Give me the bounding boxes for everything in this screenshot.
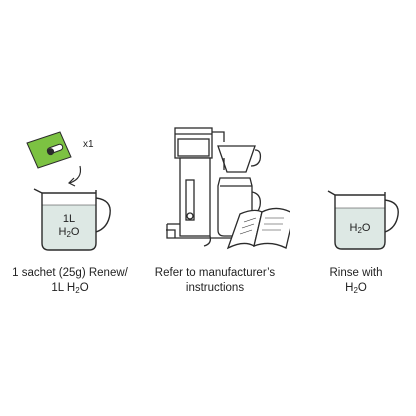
jug-volume-value: 1L [62,213,76,225]
jug-volume-label: 1L H2O [42,213,96,239]
step-2-panel: Refer to manufacturer’s instructions [140,0,290,416]
step-2-caption: Refer to manufacturer’s instructions [140,266,290,296]
step-3-caption-line2: H2O [345,282,367,295]
step-3-panel: H2O Rinse with H2O [296,0,416,416]
step-1-caption: 1 sachet (25g) Renew/ 1L H2O [0,266,140,296]
coffee-machine-icon [166,127,262,247]
step-3-caption: Rinse with H2O [296,266,416,296]
pour-arrow-icon [67,165,82,187]
coffee-machine-illustration [166,127,290,250]
step-1-panel: x1 1L H2O 1 sachet (25g) Renew/ 1L H2O [0,0,140,416]
step-2-caption-line1: Refer to manufacturer’s [154,267,276,279]
instruction-manual-icon [226,207,290,250]
measuring-jug-icon [327,190,399,250]
measuring-jug-icon [33,188,111,251]
sachet-quantity-label: x1 [83,139,94,150]
sachet-icon [26,131,72,169]
jug-water-formula: H2O [349,222,371,235]
step-2-caption-line2: instructions [185,282,245,294]
rinse-jug-illustration [327,190,399,250]
step-1-caption-line2: 1L H2O [51,282,89,295]
step-3-caption-line1: Rinse with [329,267,383,279]
jug-water-formula: H2O [58,226,80,239]
sachet-into-jug-illustration [26,131,111,251]
step-1-caption-line1: 1 sachet (25g) Renew/ [12,267,128,279]
